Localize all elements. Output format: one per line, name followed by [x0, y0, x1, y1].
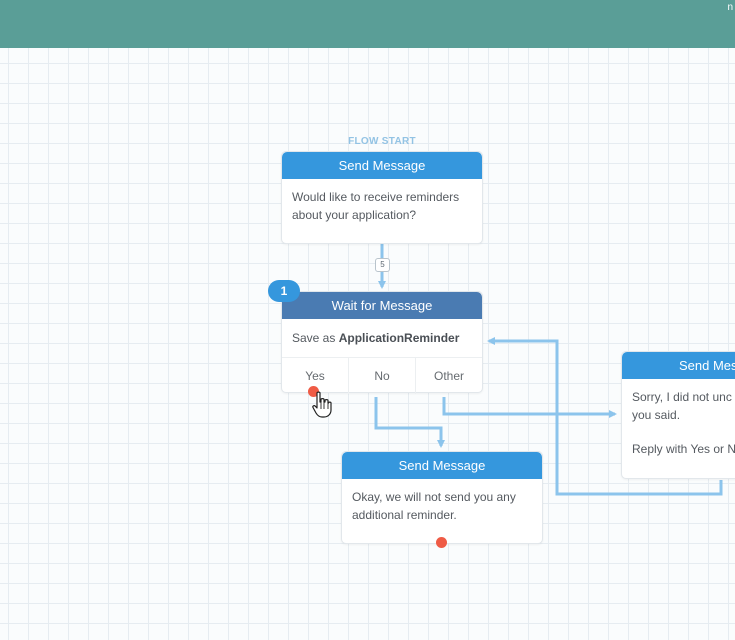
option-other[interactable]: Other	[433, 369, 464, 383]
node-message-text: Okay, we will not send you any additiona…	[352, 490, 516, 522]
save-as-row: Save as ApplicationReminder	[282, 319, 482, 358]
send-message-node-start[interactable]: Send Message Would like to receive remin…	[281, 151, 483, 244]
option-yes[interactable]: Yes	[282, 358, 349, 394]
message-line-2: you said.	[632, 408, 681, 422]
yes-exit-connector-dot[interactable]	[308, 386, 319, 397]
connector-other-to-send	[442, 397, 617, 418]
node-number-badge: 1	[268, 280, 300, 302]
reply-options: Yes No Other	[282, 358, 482, 394]
header-mark: n	[727, 2, 733, 13]
node-title: Wait for Message	[282, 292, 482, 319]
save-as-prefix: Save as	[292, 331, 336, 345]
hand-pointer-icon	[312, 391, 332, 418]
message-line-1: Sorry, I did not unc	[632, 390, 732, 404]
node-title: Send Message	[282, 152, 482, 179]
save-as-variable: ApplicationReminder	[338, 331, 460, 345]
send-message-node-no[interactable]: Send Message Okay, we will not send you …	[341, 451, 543, 544]
option-no[interactable]: No	[349, 358, 416, 394]
wait-for-message-node[interactable]: 1 Wait for Message Save as ApplicationRe…	[268, 280, 483, 394]
connection-count-badge: 5	[375, 258, 390, 272]
node-message-text: Sorry, I did not unc you said. Reply wit…	[622, 379, 735, 467]
no-node-exit-connector-dot[interactable]	[436, 537, 447, 548]
node-title: Send Mes	[622, 352, 735, 379]
flow-start-label: FLOW START	[348, 136, 416, 147]
connector-loop-back	[487, 337, 723, 496]
node-title: Send Message	[342, 452, 542, 479]
connector-no-to-send	[374, 397, 445, 448]
node-message-text: Would like to receive reminders about yo…	[292, 190, 460, 222]
top-header-bar: n	[0, 0, 735, 48]
send-message-node-other[interactable]: Send Mes Sorry, I did not unc you said. …	[621, 351, 735, 479]
message-line-3: Reply with Yes or N	[632, 442, 735, 456]
node-title-text: Send Mes	[679, 358, 735, 373]
